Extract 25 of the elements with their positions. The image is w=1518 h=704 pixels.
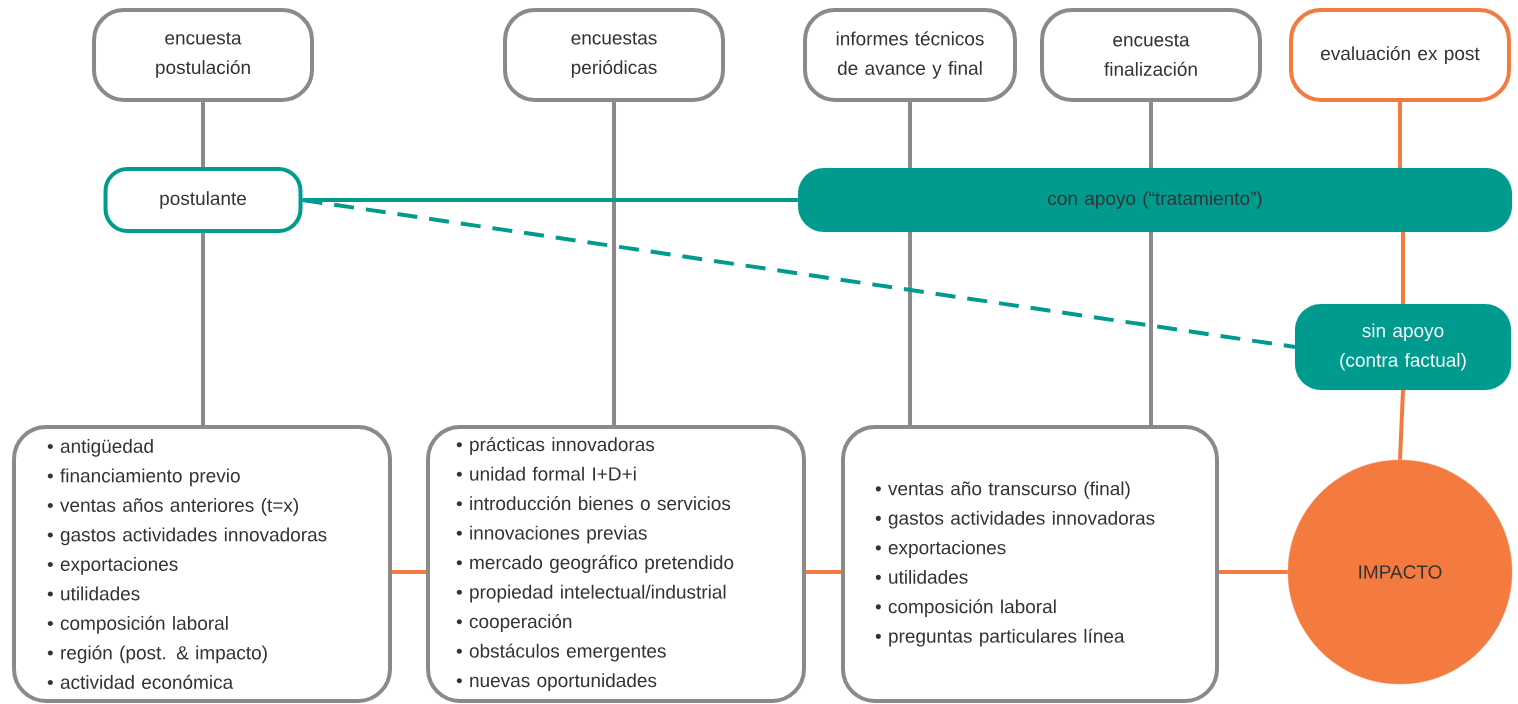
connector-line — [392, 570, 426, 574]
rounded-box: evaluación ex post — [1289, 8, 1511, 102]
connector-line — [1398, 102, 1402, 168]
connector-line — [201, 233, 205, 425]
rounded-box: encuestas periódicas — [503, 8, 725, 102]
list-box: • ventas año transcurso (final) • gastos actividades innovadoras • exportaciones • utilidades • composición laboral • preguntas particulares línea — [841, 425, 1219, 703]
rounded-box: encuesta finalización — [1040, 8, 1262, 102]
list-box: • antigüedad • financiamiento previo • ventas años anteriores (t=x) • gastos actividades innovadoras • exportaciones • utilidades • composición laboral • región (post. & impacto) • actividad económica — [12, 425, 392, 703]
filled-bar: con apoyo (“tratamiento”) — [797, 167, 1513, 233]
rounded-box: postulante — [103, 167, 303, 233]
connector-line — [1401, 232, 1405, 304]
rounded-box: encuesta postulación — [92, 8, 314, 102]
filled-box: sin apoyo (contra factual) — [1294, 303, 1512, 391]
connector-line — [908, 102, 912, 168]
list-box: • prácticas innovadoras • unidad formal I+D+i • introducción bienes o servicios • innovaciones previas • mercado geográfico pretendido • propiedad intelectual/industrial • cooperación • obstáculos emergentes • nuevas oportunidades — [426, 425, 806, 703]
connector-line — [1219, 570, 1288, 574]
connector-line — [1398, 389, 1405, 460]
connector-line — [908, 232, 912, 425]
connector-line — [201, 102, 205, 167]
rounded-box: informes técnicos de avance y final — [803, 8, 1017, 102]
dashed-line — [302, 198, 1296, 349]
connector-line — [612, 102, 616, 425]
connector-line — [1149, 232, 1153, 425]
connector-line — [806, 570, 841, 574]
connector-line — [1149, 102, 1153, 168]
